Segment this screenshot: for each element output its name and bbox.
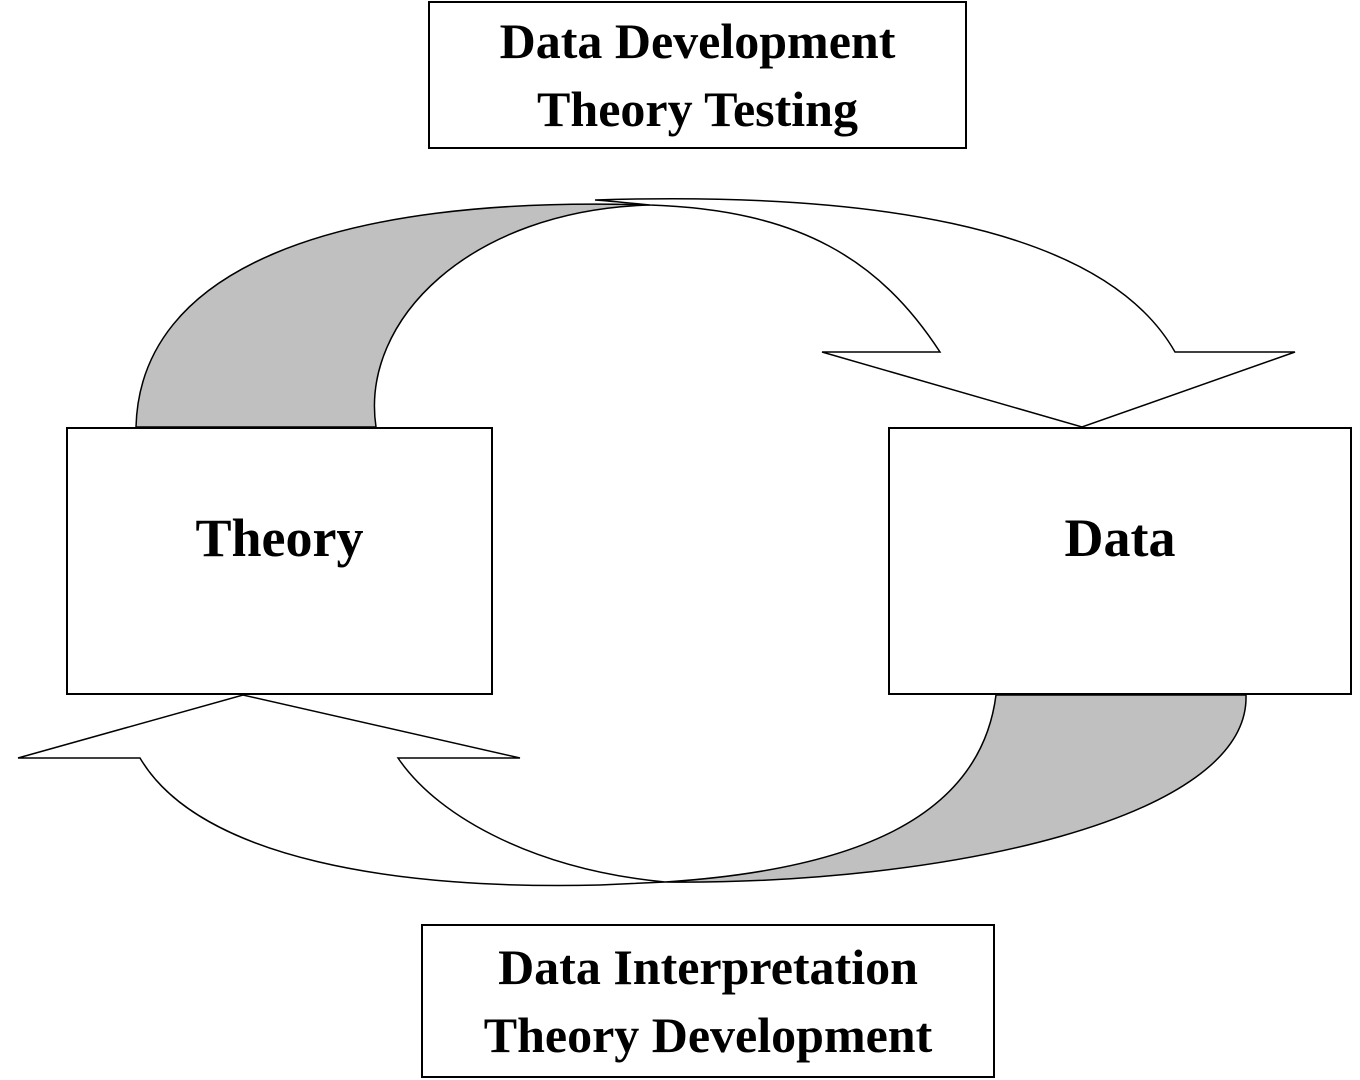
top-caption-line-2: Theory Testing	[537, 81, 858, 137]
data-box: Data	[888, 427, 1352, 695]
top-caption-line-1: Data Development	[499, 13, 896, 69]
theory-label: Theory	[195, 508, 364, 568]
bottom-caption-line-1: Data Interpretation	[498, 939, 918, 995]
top-arrow-shadow	[135, 203, 651, 428]
theory-box: Theory	[66, 427, 493, 695]
bottom-caption-box: Data Interpretation Theory Development	[421, 924, 995, 1078]
bottom-caption-line-2: Theory Development	[483, 1007, 933, 1063]
top-arrow-face	[594, 198, 1296, 428]
top-caption-box: Data Development Theory Testing	[428, 1, 967, 149]
data-label: Data	[1064, 508, 1176, 568]
bottom-arrow-shadow	[664, 694, 1247, 883]
bottom-arrow-face	[17, 694, 666, 887]
